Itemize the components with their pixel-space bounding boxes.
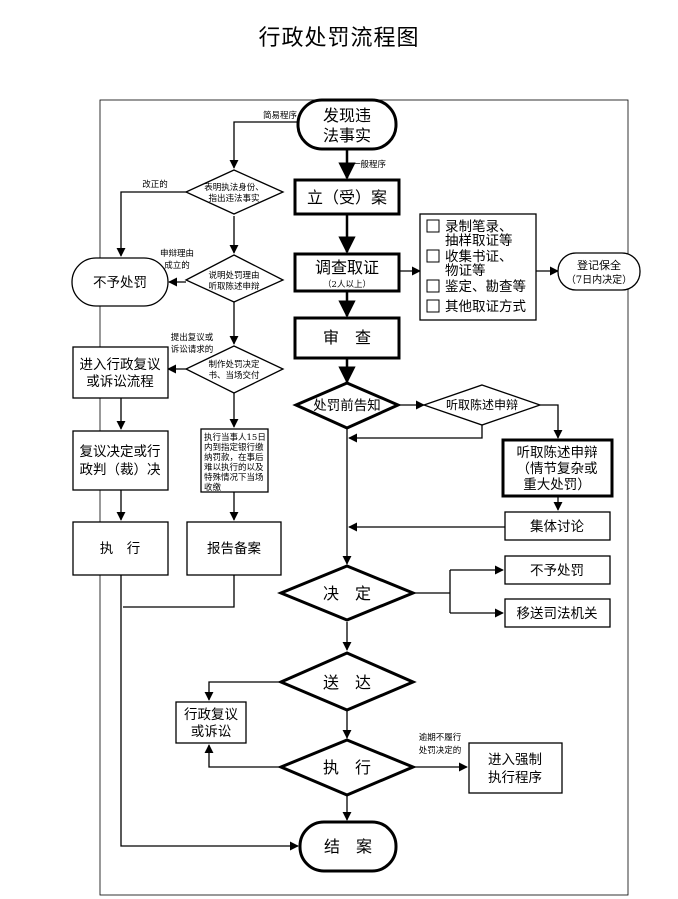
node-review: 审 查 — [293, 316, 401, 360]
label-request-review: 诉讼请求的 — [171, 344, 214, 355]
svg-text:执行当事人15日: 执行当事人15日 — [204, 432, 266, 443]
svg-text:（情节复杂或: （情节复杂或 — [517, 460, 598, 477]
node-hear-statement: 听取陈述申辩 — [422, 384, 542, 426]
node-left-execute: 执 行 — [72, 521, 169, 576]
node-investigate: 调查取证 （2人以上） — [293, 252, 401, 293]
svg-text:结 案: 结 案 — [324, 837, 372, 856]
svg-text:法事实: 法事实 — [323, 126, 371, 145]
node-make-decision: 制作处罚决定 书、当场交付 — [184, 345, 285, 394]
svg-text:录制笔录、: 录制笔录、 — [445, 219, 513, 235]
node-simple-diamond: 表明执法身份、 指出违法事实 — [184, 169, 285, 215]
label-defense-valid: 申辩理由 — [160, 248, 194, 259]
svg-text:或诉讼: 或诉讼 — [191, 724, 232, 740]
node-no-penalty-right: 不予处罚 — [504, 555, 611, 585]
connectors — [116, 121, 563, 851]
node-transfer: 移送司法机关 — [504, 598, 611, 628]
label-general-procedure: 一般程序 — [352, 159, 387, 170]
svg-text:纳罚款，在事后: 纳罚款，在事后 — [204, 452, 264, 463]
svg-text:（2人以上）: （2人以上） — [323, 279, 371, 290]
svg-text:其他取证方式: 其他取证方式 — [445, 299, 526, 315]
svg-text:复议决定或行: 复议决定或行 — [80, 443, 161, 460]
node-review-litigation: 行政复议 或诉讼 — [175, 701, 247, 744]
svg-text:重大处罚）: 重大处罚） — [523, 477, 591, 493]
svg-text:听取陈述申辩: 听取陈述申辩 — [208, 281, 260, 292]
label-defense-valid: 成立的 — [164, 260, 190, 271]
svg-text:特殊情况下当场: 特殊情况下当场 — [204, 472, 264, 483]
svg-text:发现违: 发现违 — [323, 106, 371, 125]
label-overdue: 逾期不履行 — [419, 732, 462, 743]
svg-text:立（受）案: 立（受）案 — [307, 188, 387, 207]
node-discover: 发现违 法事实 — [296, 98, 398, 151]
svg-text:审 查: 审 查 — [323, 328, 371, 347]
svg-text:进入强制: 进入强制 — [488, 752, 542, 768]
svg-text:（7日内决定）: （7日内决定） — [566, 273, 632, 286]
svg-text:进入行政复议: 进入行政复议 — [80, 356, 161, 373]
svg-text:表明执法身份、: 表明执法身份、 — [204, 182, 264, 193]
svg-text:指出违法事实: 指出违法事实 — [208, 193, 259, 204]
svg-text:内到指定银行缴: 内到指定银行缴 — [204, 442, 264, 453]
svg-text:执行程序: 执行程序 — [488, 770, 542, 786]
node-execute: 执 行 — [277, 738, 417, 797]
node-pay-note: 执行当事人15日 内到指定银行缴 纳罚款，在事后 难以执行的以及 特殊情况下当场… — [200, 428, 269, 493]
node-file-case: 立（受）案 — [293, 178, 401, 216]
svg-text:处罚前告知: 处罚前告知 — [313, 397, 381, 414]
svg-text:或诉讼流程: 或诉讼流程 — [86, 374, 154, 390]
svg-text:决 定: 决 定 — [323, 584, 371, 603]
node-deliver: 送 达 — [277, 651, 417, 712]
svg-text:集体讨论: 集体讨论 — [530, 519, 584, 535]
svg-text:制作处罚决定: 制作处罚决定 — [208, 359, 260, 370]
label-request-review: 提出复议或 — [171, 332, 214, 343]
node-register: 登记保全 （7日内决定） — [557, 252, 641, 291]
svg-text:物证等: 物证等 — [445, 262, 486, 279]
node-collective: 集体讨论 — [504, 511, 611, 541]
checkbox-icon — [426, 299, 440, 313]
svg-text:报告备案: 报告备案 — [207, 540, 261, 557]
svg-text:行政复议: 行政复议 — [184, 706, 238, 723]
node-admin-review: 进入行政复议 或诉讼流程 — [72, 346, 169, 399]
checkbox-icon — [426, 249, 440, 263]
node-review-decision: 复议决定或行 政判（裁）决 — [72, 430, 169, 491]
checkbox-icon — [426, 219, 440, 233]
checkbox-icon — [426, 279, 440, 293]
svg-text:鉴定、勘查等: 鉴定、勘查等 — [445, 278, 526, 295]
node-reason-diamond: 说明处罚理由 听取陈述申辩 — [184, 254, 285, 303]
svg-text:不予处罚: 不予处罚 — [530, 563, 584, 579]
node-decide: 决 定 — [277, 564, 417, 622]
svg-text:移送司法机关: 移送司法机关 — [517, 606, 598, 622]
svg-text:送 达: 送 达 — [323, 673, 371, 692]
svg-text:收缴: 收缴 — [204, 482, 222, 493]
node-report: 报告备案 — [186, 521, 282, 576]
node-hear-complex: 听取陈述申辩 （情节复杂或 重大处罚） — [501, 438, 614, 498]
label-corrected: 改正的 — [142, 179, 168, 190]
svg-text:难以执行的以及: 难以执行的以及 — [204, 462, 264, 473]
svg-text:执 行: 执 行 — [323, 758, 371, 777]
node-evidence-box: 录制笔录、 抽样取证等 收集书证、 物证等 鉴定、勘查等 其他取证方式 — [419, 213, 537, 321]
page-title: 行政处罚流程图 — [258, 26, 420, 51]
node-close: 结 案 — [298, 820, 398, 873]
svg-text:不予处罚: 不予处罚 — [93, 275, 147, 291]
svg-text:政判（裁）决: 政判（裁）决 — [80, 462, 161, 478]
label-simple-procedure: 简易程序 — [263, 110, 298, 121]
svg-text:书、当场交付: 书、当场交付 — [208, 370, 260, 381]
svg-text:听取陈述申辩: 听取陈述申辩 — [517, 444, 598, 461]
node-enforce: 进入强制 执行程序 — [468, 742, 563, 794]
svg-text:抽样取证等: 抽样取证等 — [445, 232, 513, 249]
svg-text:执 行: 执 行 — [100, 541, 141, 557]
svg-text:调查取证: 调查取证 — [315, 258, 379, 277]
node-pre-notice: 处罚前告知 — [292, 381, 402, 430]
svg-text:说明处罚理由: 说明处罚理由 — [208, 270, 259, 281]
svg-text:收集书证、: 收集书证、 — [445, 249, 513, 265]
svg-text:听取陈述申辩: 听取陈述申辩 — [446, 397, 518, 412]
svg-text:登记保全: 登记保全 — [577, 258, 621, 272]
node-no-penalty-left: 不予处罚 — [71, 257, 169, 307]
label-overdue: 处罚决定的 — [419, 745, 462, 756]
